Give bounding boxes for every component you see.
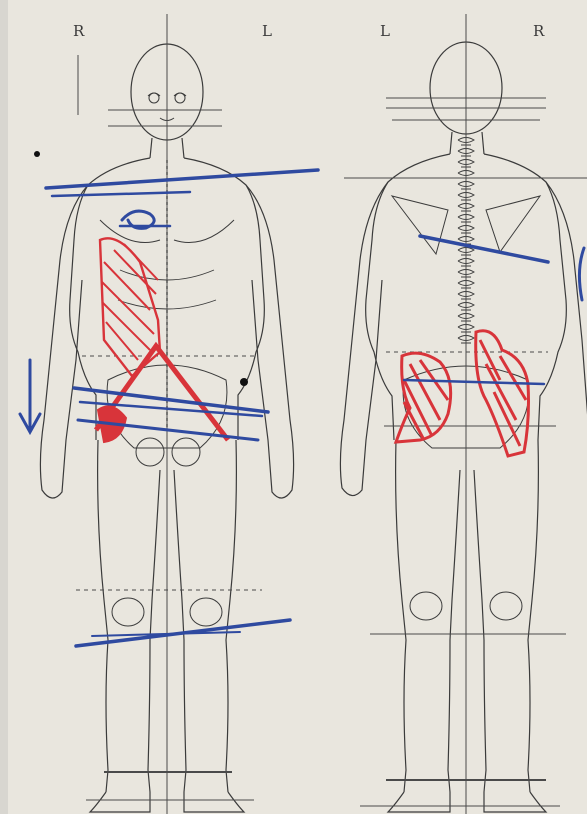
back-arm-left: [340, 182, 388, 496]
blue-shoulder-line: [46, 170, 318, 188]
blue-scapula-line: [420, 236, 548, 262]
front-arm-right: [40, 185, 88, 498]
back-reference-lines: [344, 14, 587, 814]
front-leg-left-outer: [226, 440, 236, 792]
back-red-markings: [396, 331, 529, 456]
front-leg-right-outer: [98, 440, 108, 792]
front-blue-markings: [20, 151, 318, 646]
back-blue-markings: [404, 236, 584, 384]
front-torso-right-side: [70, 158, 150, 440]
front-arm-left: [246, 185, 294, 498]
blue-pelvic-line: [404, 380, 544, 384]
back-scapula-right: [486, 196, 540, 252]
back-figure: [340, 42, 587, 812]
blue-down-arrow-icon: [20, 360, 40, 432]
front-leg-left-inner: [174, 470, 186, 792]
back-scapula-left: [392, 196, 448, 254]
front-leg-right-inner: [148, 470, 160, 792]
